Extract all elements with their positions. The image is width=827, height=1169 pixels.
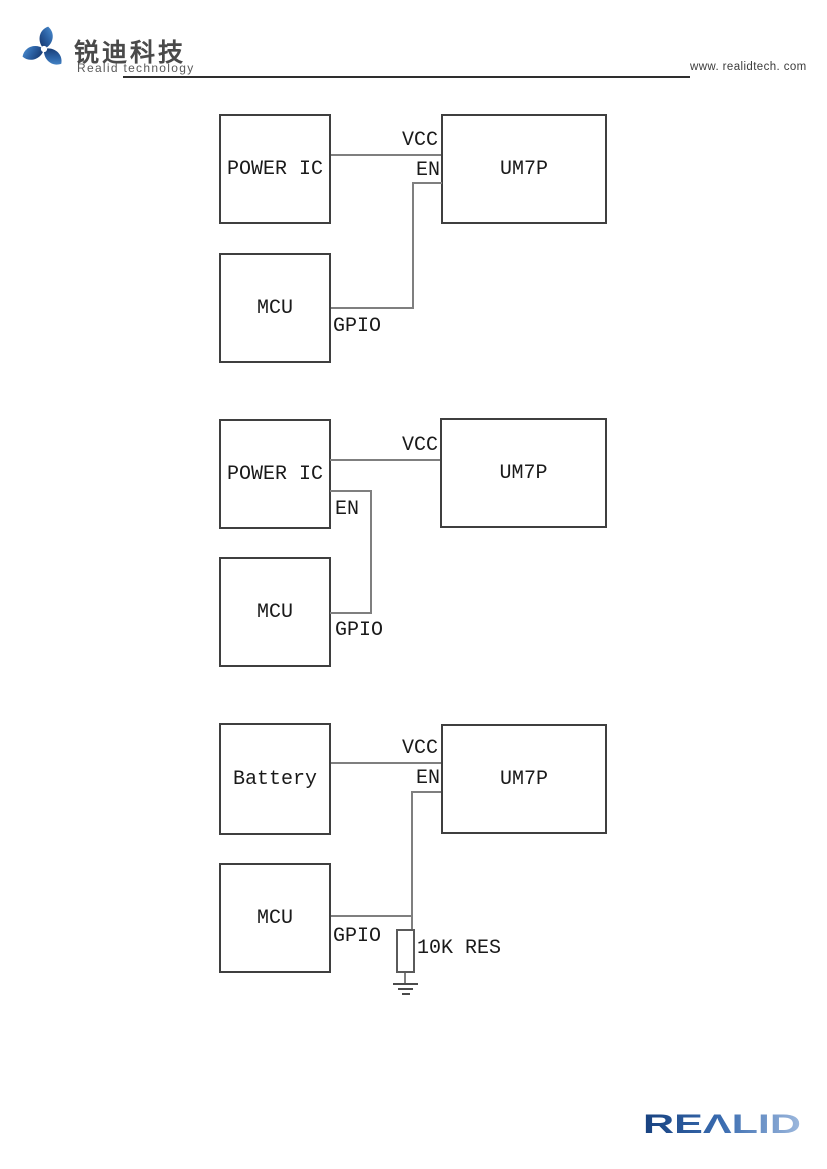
vcc-wire (330, 459, 440, 461)
en-vertical-wire (370, 490, 372, 614)
vcc-wire (331, 154, 441, 156)
en-stub-wire (413, 182, 442, 184)
company-name-en: Realid technology (77, 61, 195, 75)
vcc-wire (331, 762, 441, 764)
website-text: www. realidtech. com (690, 61, 807, 73)
um7p-block: UM7P (441, 724, 607, 834)
gpio-label: GPIO (335, 619, 384, 642)
en-label: EN (416, 159, 441, 182)
en-stub-wire (412, 791, 441, 793)
en-label: EN (416, 767, 441, 790)
en-label: EN (335, 498, 360, 521)
en-vertical-wire (411, 791, 413, 929)
vcc-label: VCC (402, 129, 439, 152)
header-divider (123, 76, 690, 78)
vcc-label: VCC (402, 737, 439, 760)
resistor-label: 10K RES (417, 937, 502, 960)
pinwheel-logo-icon (22, 26, 62, 65)
realid-brand-logo: REΛLID (643, 1109, 801, 1139)
vcc-label: VCC (402, 434, 439, 457)
mcu-block: MCU (219, 557, 331, 667)
gpio-wire (331, 915, 413, 917)
um7p-block: UM7P (440, 418, 607, 528)
brand-text: REΛLID (643, 1109, 801, 1139)
power-ic-block: POWER IC (219, 419, 331, 529)
gpio-label: GPIO (333, 315, 382, 338)
power-ic-block: POWER IC (219, 114, 331, 224)
gpio-wire (331, 307, 413, 309)
ground-stub-wire (404, 973, 406, 984)
battery-block: Battery (219, 723, 331, 835)
um7p-block: UM7P (441, 114, 607, 224)
gpio-wire (330, 612, 372, 614)
gpio-label: GPIO (333, 925, 382, 948)
en-vertical-wire (412, 182, 414, 309)
en-stub-wire (330, 490, 372, 492)
resistor-symbol (396, 929, 415, 973)
company-name-cn: 锐迪科技 (74, 39, 187, 67)
mcu-block: MCU (219, 863, 331, 973)
mcu-block: MCU (219, 253, 331, 363)
